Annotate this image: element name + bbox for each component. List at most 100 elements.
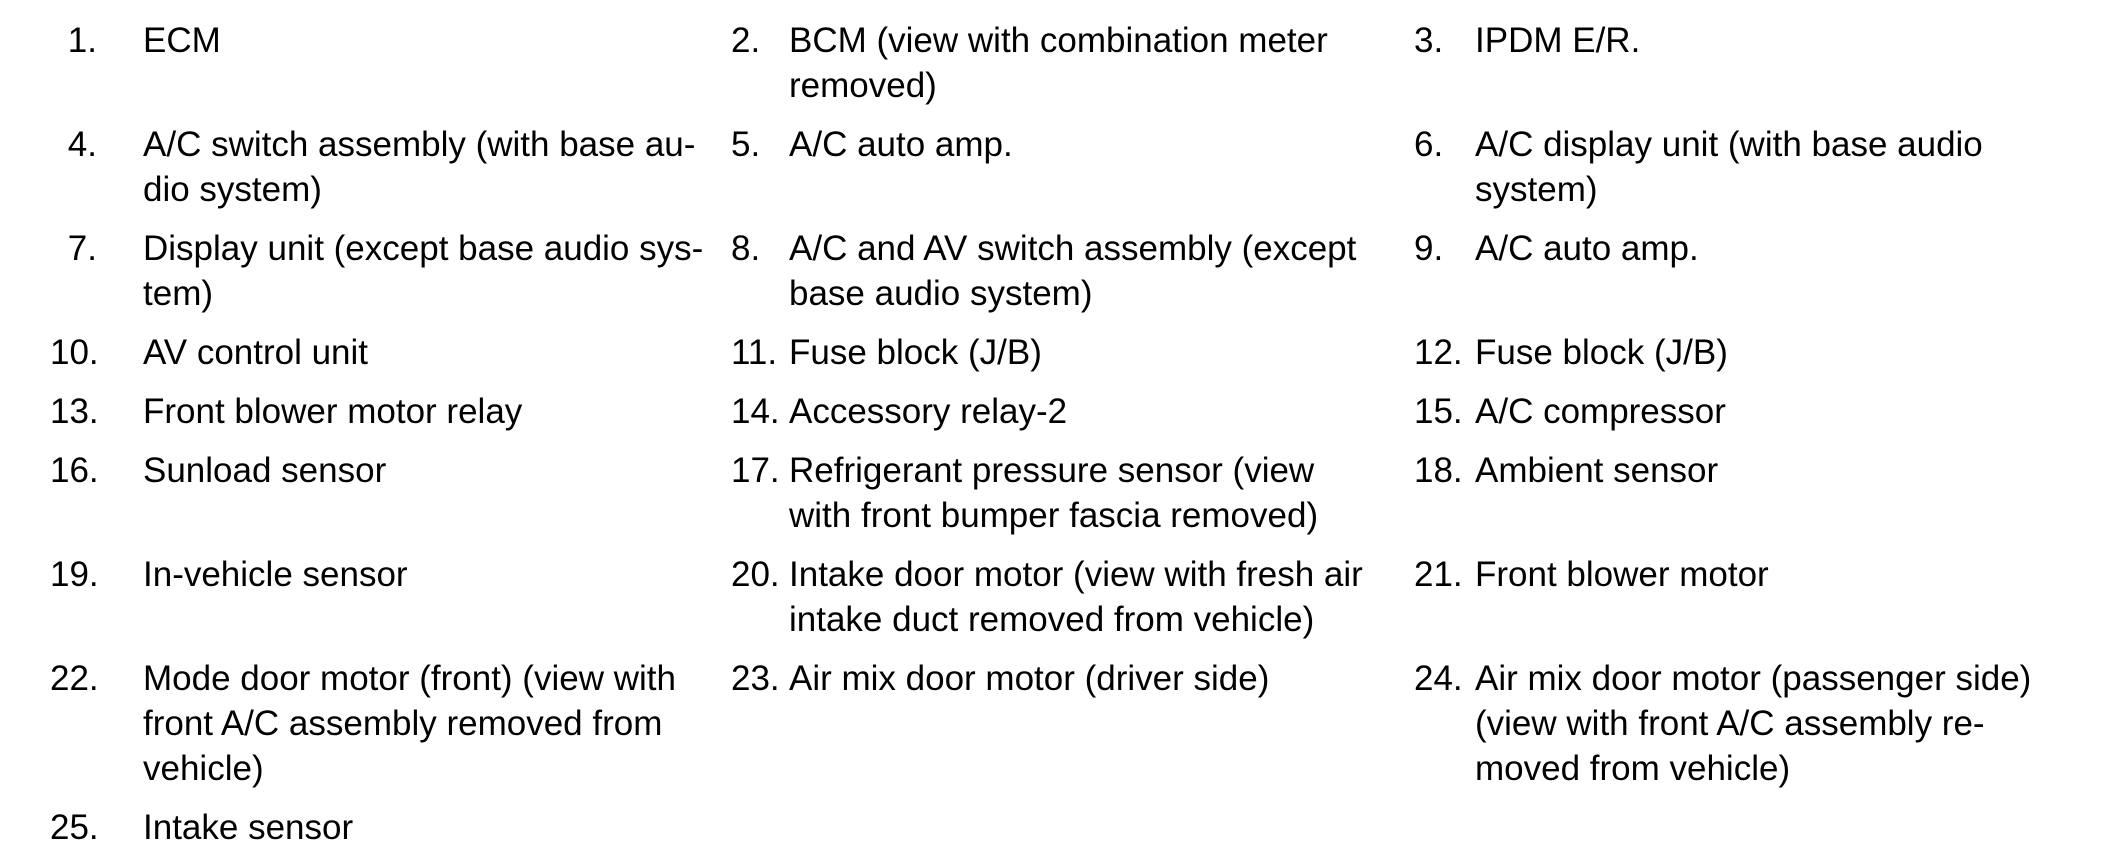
item-text-line: Sunload sensor [143, 451, 387, 490]
item-text: AV control unit [143, 330, 705, 375]
item-number: 1. [67, 21, 97, 60]
legend-item: 21.Front blower motor [1414, 552, 2060, 597]
item-text-line: Air mix door motor (passenger side) [1475, 659, 2032, 698]
item-text-line: system) [1475, 170, 1598, 209]
item-number: 14. [731, 392, 780, 431]
legend-row: 22. Mode door motor (front) (view with fro… [50, 656, 2112, 791]
item-number: 4. [67, 125, 97, 164]
item-text-line: moved from vehicle) [1475, 749, 1791, 788]
item-number: 5. [731, 125, 761, 164]
item-text-line: In-vehicle sensor [143, 555, 408, 594]
item-text: A/C switch assembly (with base au-dio sy… [143, 122, 705, 212]
item-number: 18. [1414, 451, 1463, 490]
item-text-line: Refrigerant pressure sensor (view [789, 451, 1315, 490]
item-text: Mode door motor (front) (view with front … [143, 656, 705, 791]
legend-item: 20.Intake door motor (view with fresh ai… [731, 552, 1404, 642]
item-text: A/C auto amp. [789, 122, 1404, 167]
item-text-line: IPDM E/R. [1475, 21, 1641, 60]
item-number: 3. [1414, 21, 1444, 60]
item-text: ECM [143, 18, 705, 63]
legend-item: 13. Front blower motor relay [50, 389, 705, 434]
item-text: Sunload sensor [143, 448, 705, 493]
legend-row: 19. In-vehicle sensor 20.Intake door motor… [50, 552, 2112, 642]
item-text-line: Fuse block (J/B) [1475, 333, 1728, 372]
item-text-line: Ambient sensor [1475, 451, 1719, 490]
item-number: 8. [731, 229, 761, 268]
item-number: 13. [50, 392, 99, 431]
item-text: Air mix door motor (passenger side) (view… [1475, 656, 2060, 791]
item-number: 25. [50, 808, 99, 847]
item-number: 10. [50, 333, 99, 372]
item-text-line: (view with front A/C assembly re- [1475, 704, 1985, 743]
legend-item: 9. A/C auto amp. [1414, 226, 2060, 271]
item-text-line: ECM [143, 21, 221, 60]
legend-item: 19. In-vehicle sensor [50, 552, 705, 597]
item-text-line: Accessory relay-2 [789, 392, 1068, 431]
item-text: IPDM E/R. [1475, 18, 2060, 63]
item-number: 12. [1414, 333, 1463, 372]
item-text-line: intake duct removed from vehicle) [789, 600, 1315, 639]
legend-item: 12. Fuse block (J/B) [1414, 330, 2060, 375]
item-text: Intake door motor (view with fresh air in… [789, 552, 1404, 642]
legend-item: 17.Refrigerant pressure sensor (view with… [731, 448, 1404, 538]
item-text: BCM (view with combination meter removed) [789, 18, 1404, 108]
legend-item: 4. A/C switch assembly (with base au-dio … [50, 122, 705, 212]
item-text-line: A/C auto amp. [1475, 229, 1699, 268]
legend-item: 1. ECM [50, 18, 705, 63]
item-number: 20. [731, 555, 780, 594]
item-text-line: AV control unit [143, 333, 369, 372]
item-text-line: Intake sensor [143, 808, 354, 847]
item-number: 6. [1414, 125, 1444, 164]
item-text-line: Front blower motor relay [143, 392, 523, 431]
item-text: A/C compressor [1475, 389, 2060, 434]
item-number: 11. [731, 333, 778, 372]
item-number: 16. [50, 451, 99, 490]
item-text-line: vehicle) [143, 749, 264, 788]
legend-item: 6. A/C display unit (with base audio syste… [1414, 122, 2060, 212]
legend-row: 4. A/C switch assembly (with base au-dio … [50, 122, 2112, 212]
item-text-line: with front bumper fascia removed) [789, 496, 1319, 535]
item-text: Accessory relay-2 [789, 389, 1404, 434]
item-text-line: BCM (view with combination meter [789, 21, 1328, 60]
item-number: 17. [731, 451, 780, 490]
legend-item: 23.Air mix door motor (driver side) [731, 656, 1404, 701]
item-number: 21. [1414, 555, 1463, 594]
item-text-line: Display unit (except base audio sys- [143, 229, 704, 268]
legend-item: 11. Fuse block (J/B) [731, 330, 1404, 375]
item-text-line: front A/C assembly removed from [143, 704, 663, 743]
item-number: 22. [50, 659, 99, 698]
item-text-line: removed) [789, 66, 937, 105]
item-text: Display unit (except base audio sys-tem) [143, 226, 705, 316]
item-text: Front blower motor relay [143, 389, 705, 434]
legend-item: 25. Intake sensor [50, 805, 705, 850]
item-text: Fuse block (J/B) [1475, 330, 2060, 375]
item-number: 24. [1414, 659, 1463, 698]
item-text: A/C auto amp. [1475, 226, 2060, 271]
legend-row: 25. Intake sensor [50, 805, 2112, 850]
item-number: 19. [50, 555, 99, 594]
legend-item: 7.Display unit (except base audio sys-te… [50, 226, 705, 316]
item-text: Refrigerant pressure sensor (view with fr… [789, 448, 1404, 538]
item-text-line: Intake door motor (view with fresh air [789, 555, 1363, 594]
legend-row: 16. Sunload sensor 17.Refrigerant pressure… [50, 448, 2112, 538]
legend-item: 5. A/C auto amp. [731, 122, 1404, 167]
item-number: 9. [1414, 229, 1444, 268]
item-text-line: Fuse block (J/B) [789, 333, 1042, 372]
item-text-line: tem) [143, 274, 213, 313]
item-text-line: A/C compressor [1475, 392, 1726, 431]
item-number: 23. [731, 659, 780, 698]
item-text-line: Mode door motor (front) (view with [143, 659, 676, 698]
legend-row: 13. Front blower motor relay 14.Accessory … [50, 389, 2112, 434]
item-text-line: Air mix door motor (driver side) [789, 659, 1270, 698]
item-text-line: A/C auto amp. [789, 125, 1013, 164]
legend-item: 22. Mode door motor (front) (view with fro… [50, 656, 705, 791]
legend-item: 10. AV control unit [50, 330, 705, 375]
legend-item: 18. Ambient sensor [1414, 448, 2060, 493]
item-text-line: A/C display unit (with base audio [1475, 125, 1983, 164]
legend-item: 16. Sunload sensor [50, 448, 705, 493]
